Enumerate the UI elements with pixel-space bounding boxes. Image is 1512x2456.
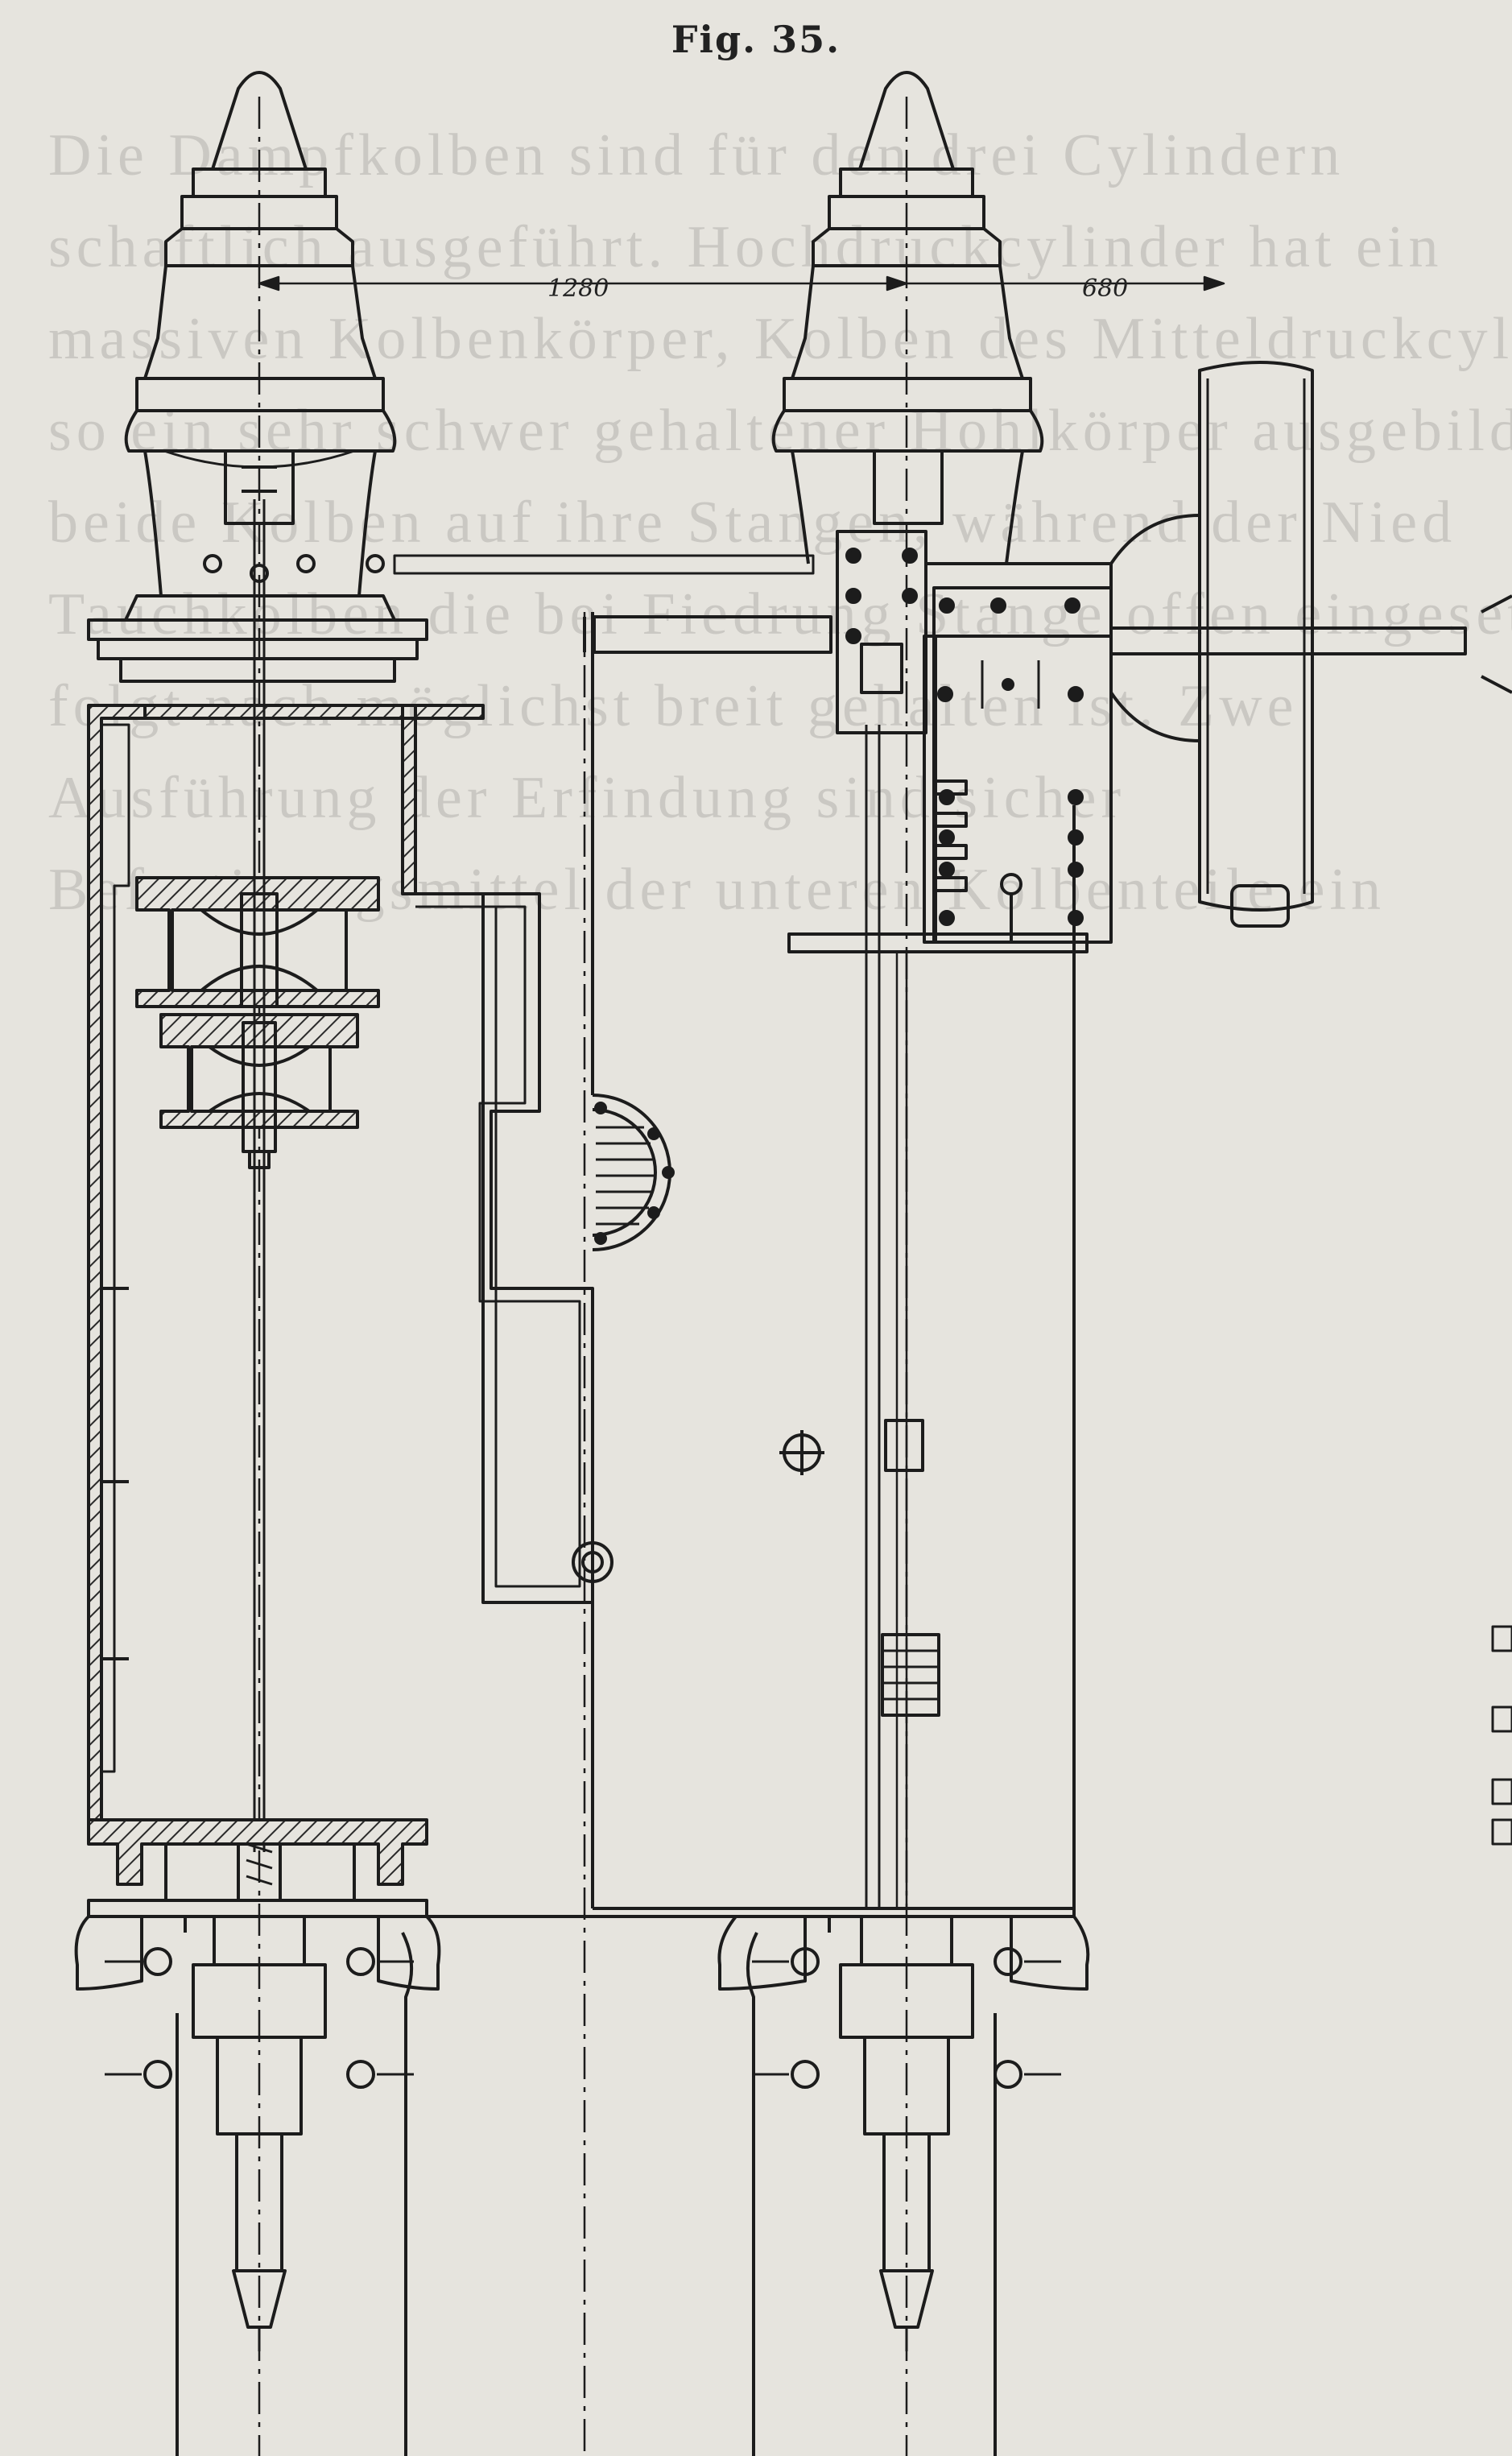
- piston-valve-lower: [159, 1013, 359, 1169]
- crosshead-right: [752, 1915, 1061, 2351]
- flywheel: [1109, 361, 1512, 928]
- main-cylinder-body: [591, 612, 1076, 1916]
- dimension-lines: [258, 275, 1225, 291]
- engine-base: [74, 1915, 1090, 2456]
- right-cylinder: [771, 71, 1467, 1908]
- figure-title: Fig. 35.: [671, 18, 841, 61]
- dimension-label-680: 680: [1082, 275, 1128, 303]
- left-cylinder: [87, 71, 832, 1918]
- dimension-label-1280: 1280: [547, 275, 609, 303]
- crosshead-left: [105, 1915, 414, 2351]
- edge-fragments: [1491, 1625, 1512, 1846]
- piston-valve-upper: [135, 876, 380, 1008]
- inspection-cover: [572, 1094, 675, 1583]
